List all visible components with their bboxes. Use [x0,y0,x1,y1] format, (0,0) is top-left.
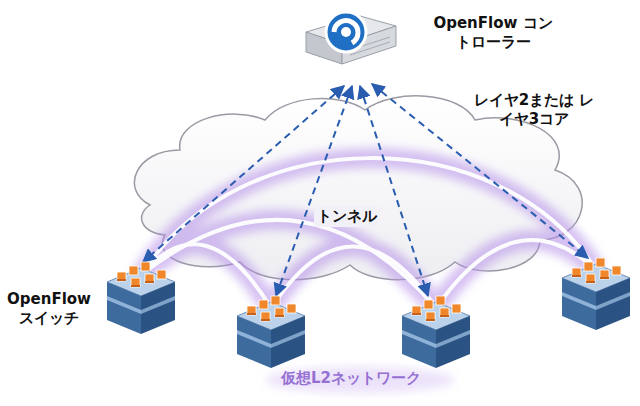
tunnel-label: トンネル [314,206,380,227]
controller-node: OpenFlow コントローラー [300,2,400,84]
node-label: OpenFlow スイッチ [3,290,95,328]
node-label: OpenFlow コントローラー [432,14,554,52]
core-label: レイヤ2または レイヤ3コア [470,90,598,130]
control-link [143,86,344,262]
server-icon [300,2,400,84]
switch-node: OpenFlow スイッチ [103,252,179,336]
network-label: 仮想L2ネットワーク [278,368,424,389]
switch-icon [103,252,179,336]
